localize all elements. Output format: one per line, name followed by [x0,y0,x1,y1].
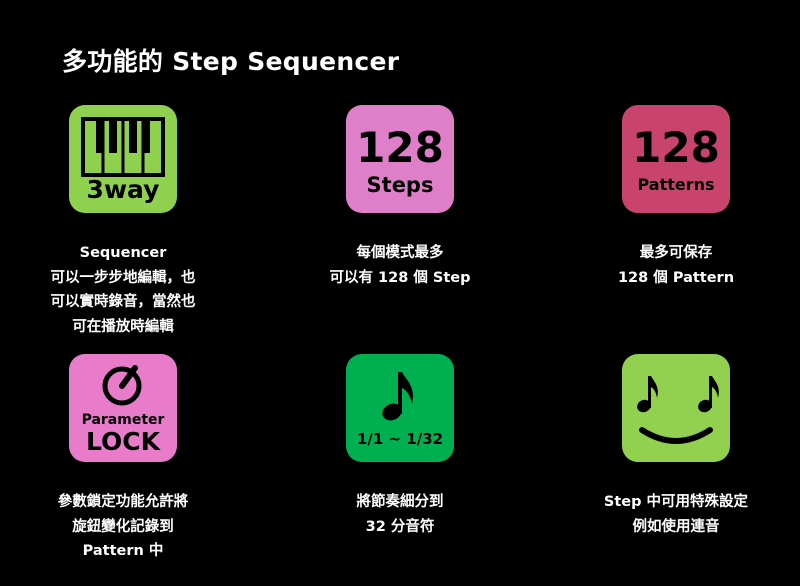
feature-special-settings: Step 中可用特殊設定 例如使用連音 [546,354,800,539]
feature-3way: 3way Sequencer 可以一步步地編輯，也 可以實時錄音，當然也 可在播… [0,105,253,339]
caption-line: 例如使用連音 [632,518,720,535]
caption-line: Pattern 中 [82,543,164,559]
tile-label-lock: LOCK [85,427,160,456]
tile-label: Patterns [637,175,715,194]
caption-line: Step 中可用特殊設定 [603,494,749,510]
feature-caption: Step 中可用特殊設定 例如使用連音 [546,490,800,539]
feature-caption: 每個模式最多 可以有 128 個 Step [270,241,530,290]
caption-line: Sequencer [79,245,167,261]
caption-line: 可以一步步地編輯，也 [50,269,196,286]
caption-line: 每個模式最多 [356,245,444,261]
feature-note-resolution: 1/1 ~ 1/32 將節奏細分到 32 分音符 [270,354,530,539]
caption-line: 可在播放時編輯 [72,318,174,335]
tile-number: 128 [632,123,720,172]
caption-line: 32 分音符 [365,518,435,535]
caption-line: 可以實時錄音，當然也 [50,294,196,310]
feature-parameter-lock: Parameter LOCK 參數鎖定功能允許將 旋鈕變化記錄到 Pattern… [0,354,253,564]
feature-caption: 將節奏細分到 32 分音符 [270,490,530,539]
feature-caption: 最多可保存 128 個 Pattern [546,241,800,290]
caption-line: 旋鈕變化記錄到 [72,518,174,535]
feature-steps: 128 Steps 每個模式最多 可以有 128 個 Step [270,105,530,290]
tile-label: Parameter [81,412,165,428]
tile-label: 3way [86,175,160,204]
tile-label: Steps [366,173,434,197]
patterns-counter-icon: 128 Patterns [622,105,730,213]
caption-line: 128 個 Pattern [617,269,735,286]
feature-patterns: 128 Patterns 最多可保存 128 個 Pattern [546,105,800,290]
music-note-icon: 1/1 ~ 1/32 [346,354,454,462]
caption-line: 最多可保存 [639,245,713,261]
feature-caption: 參數鎖定功能允許將 旋鈕變化記錄到 Pattern 中 [0,490,253,564]
page-title: 多功能的 Step Sequencer [62,47,400,76]
caption-line: 可以有 128 個 Step [329,269,471,286]
tile-number: 128 [356,123,444,172]
caption-line: 參數鎖定功能允許將 [57,494,189,510]
tile-label: 1/1 ~ 1/32 [356,430,444,448]
parameter-knob-icon: Parameter LOCK [69,354,177,462]
feature-caption: Sequencer 可以一步步地編輯，也 可以實時錄音，當然也 可在播放時編輯 [0,241,253,339]
piano-keys-icon: 3way [69,105,177,213]
caption-line: 將節奏細分到 [356,494,444,510]
steps-counter-icon: 128 Steps [346,105,454,213]
smiling-notes-icon [622,354,730,462]
